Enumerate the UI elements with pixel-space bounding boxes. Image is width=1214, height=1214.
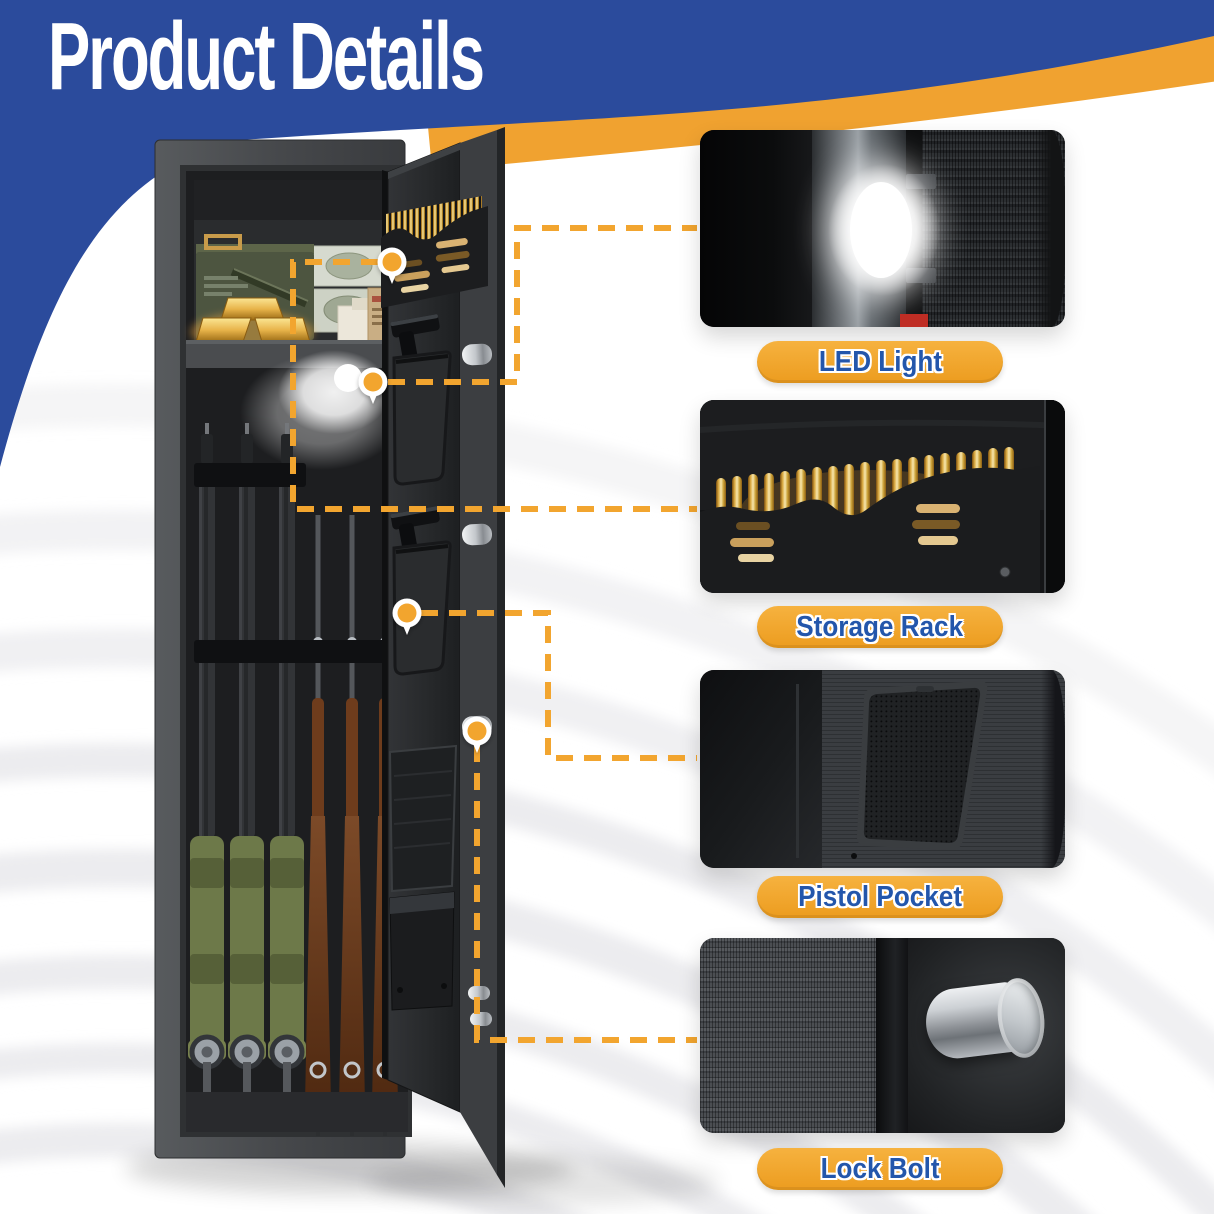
led-light-photo (700, 130, 1065, 327)
safe-door (381, 127, 505, 1188)
label-text: Lock Bolt (820, 1152, 940, 1185)
pistol-pocket-label: Pistol Pocket (757, 876, 1003, 918)
rack-vents (730, 504, 960, 562)
barrel-rest-upper (194, 463, 306, 487)
red-switch (900, 314, 928, 327)
rifles-black (188, 423, 306, 1128)
door-pistol-pocket-2 (392, 540, 452, 676)
panel-shade (1041, 670, 1065, 868)
marker-pistol-pocket (392, 598, 422, 635)
door-recess (700, 670, 822, 868)
storage-rack-label: Storage Rack (757, 606, 1003, 648)
safe-wall-dark (700, 130, 812, 327)
connector-led-light (388, 225, 697, 385)
door-keypad (389, 891, 455, 1011)
orange-swoosh (427, 35, 1214, 171)
marker-led-light (358, 367, 388, 404)
label-text: Pistol Pocket (798, 880, 962, 913)
concentric-arcs (0, 384, 1214, 1214)
shelf-contents (190, 234, 411, 352)
mesh-pocket (851, 680, 988, 859)
connector-storage-rack (290, 259, 697, 512)
barrel-rest-lower (194, 640, 412, 663)
panel-shade (1035, 130, 1065, 327)
led-lamp (850, 182, 912, 278)
pistol-pocket-photo (700, 670, 1065, 868)
door-weave-texture (700, 938, 876, 1133)
page-title: Product Details (48, 3, 485, 110)
blue-swoosh (0, 0, 1214, 467)
lock-bolt-label: Lock Bolt (757, 1148, 1003, 1190)
connector-pistol-pocket (421, 610, 697, 761)
lock-bolt-photo (700, 938, 1065, 1133)
recess-edge (796, 684, 799, 858)
safe-floor (186, 1092, 408, 1132)
rack-front (700, 466, 1040, 593)
door-pistol-pocket-1 (392, 350, 452, 486)
label-text: Storage Rack (796, 610, 964, 643)
marker-lock-bolt (462, 716, 492, 753)
led-light-label: LED Light (757, 341, 1003, 383)
label-text: LED Light (818, 345, 942, 378)
door-pistol-1 (390, 314, 440, 363)
callout-markers (358, 247, 492, 753)
door-vent-panel (388, 744, 458, 893)
callout-connectors (290, 225, 697, 1043)
storage-rack-art (700, 400, 1065, 593)
connector-lock-bolt (474, 745, 697, 1043)
marker-storage-rack (377, 247, 407, 284)
door-gap (876, 938, 908, 1133)
storage-rack-photo (700, 400, 1065, 593)
door-bullet-rack (381, 196, 488, 308)
